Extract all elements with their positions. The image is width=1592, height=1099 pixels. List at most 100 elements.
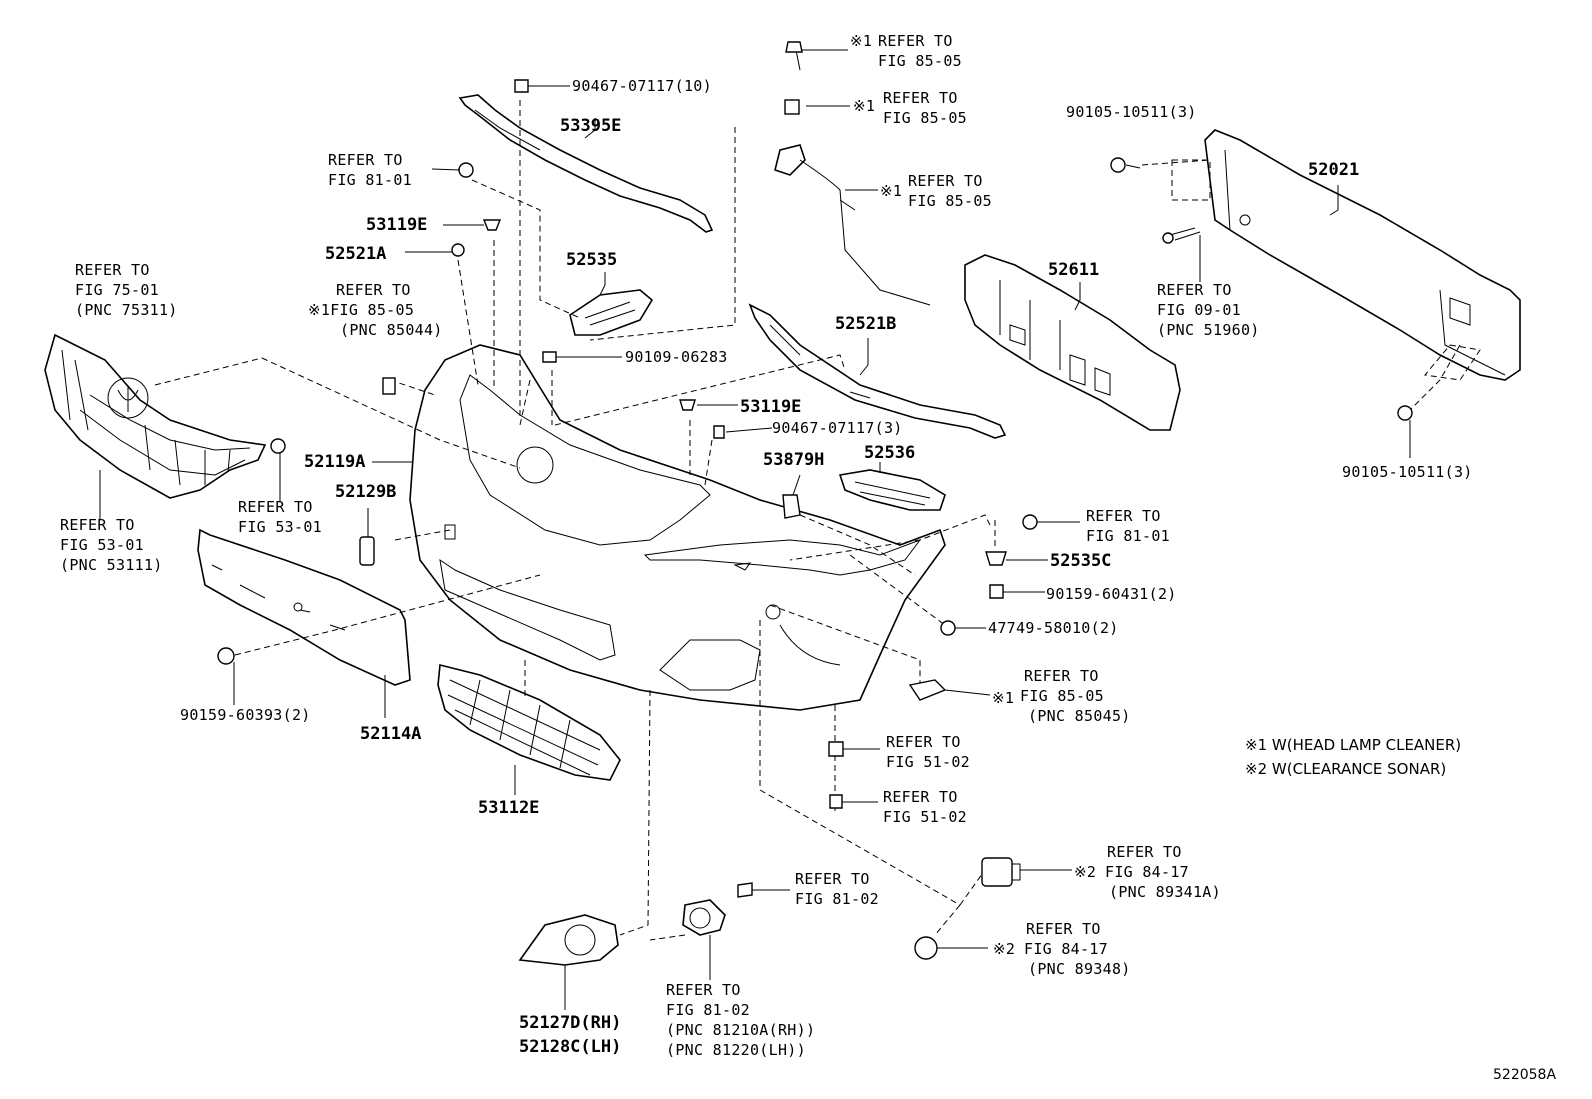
part-52535c-label: 52535C — [1050, 551, 1112, 571]
ref-refer-to: REFER TO — [666, 981, 741, 999]
fastener-90159-60393-label: 90159-60393(2) — [180, 706, 311, 724]
ref-refer-to: REFER TO — [908, 172, 983, 190]
note-head-lamp-cleaner: ※1 W(HEAD LAMP CLEANER) — [1245, 736, 1462, 754]
ref-fig: FIG 85-05 — [883, 109, 967, 127]
ref-refer-to: REFER TO — [1086, 507, 1161, 525]
front-bumper-cover-shape — [409, 344, 946, 711]
diagram-id: 522058A — [1493, 1067, 1557, 1083]
fastener-90467-07117-3-label: 90467-07117(3) — [772, 419, 903, 437]
reinforcement-52021-shape — [1204, 129, 1521, 381]
ref-fig-85-05-pnc-85044: REFER TO ※1FIG 85-05 (PNC 85044) — [308, 280, 443, 340]
fastener-90109-06283-label: 90109-06283 — [625, 348, 728, 366]
part-53879h-label: 53879H — [763, 450, 825, 470]
ref-fig: FIG 75-01 — [75, 281, 159, 299]
ref-fig-81-02-bottom: REFER TO FIG 81-02 (PNC 81210A(RH)) (PNC… — [666, 980, 815, 1060]
ref-mark-3: ※1 — [880, 182, 903, 200]
ref-refer-to: REFER TO — [336, 281, 411, 299]
ref-pnc: (PNC 75311) — [75, 301, 178, 319]
ref-fig-81-01-top: REFER TO FIG 81-01 — [328, 150, 412, 190]
ref-refer-to: REFER TO — [60, 516, 135, 534]
ref-fig-53-01-right: REFER TO FIG 53-01 — [238, 497, 322, 537]
ref-refer-to: REFER TO — [883, 788, 958, 806]
ref-fig-81-01-right: REFER TO FIG 81-01 — [1086, 506, 1170, 546]
part-52114a-label: 52114A — [360, 724, 422, 744]
retainer-52521b-shape — [748, 303, 1007, 439]
ref-refer-to: REFER TO — [1024, 667, 1099, 685]
upper-retainer-53395e-shape — [458, 94, 714, 233]
ref-refer-to: REFER TO — [883, 89, 958, 107]
ref-refer-to: REFER TO — [1107, 843, 1182, 861]
bracket-52535-shape — [569, 289, 654, 336]
part-52128c-label: 52128C(LH) — [519, 1037, 622, 1057]
washer-hose-shape — [774, 44, 931, 306]
ref-pnc: (PNC 51960) — [1157, 321, 1260, 339]
note-clearance-sonar: ※2 W(CLEARANCE SONAR) — [1245, 760, 1447, 778]
ref-fig-84-17-pnc-89341a: REFER TO FIG 84-17 (PNC 89341A) — [1105, 842, 1221, 902]
ref-mark-2: ※1 — [853, 97, 876, 115]
part-53119e-label-mid: 53119E — [740, 397, 802, 417]
fog-lamp-shape — [518, 899, 726, 966]
ref-refer-to: REFER TO — [886, 733, 961, 751]
fastener-90467-07117-10-label: 90467-07117(10) — [572, 77, 712, 95]
fastener-90159-60431-label: 90159-60431(2) — [1046, 585, 1177, 603]
ref-fig: FIG 81-01 — [1086, 527, 1170, 545]
ref-pnc: (PNC 89341A) — [1109, 883, 1221, 901]
part-52129b-label: 52129B — [335, 482, 397, 502]
ref-pnc: (PNC 53111) — [60, 556, 163, 574]
ref-fig-84-17-pnc-89348: REFER TO FIG 84-17 (PNC 89348) — [1024, 919, 1131, 979]
ref-fig: FIG 85-05 — [908, 192, 992, 210]
fastener-90105-10511-bottom-label: 90105-10511(3) — [1342, 463, 1473, 481]
part-52021-label: 52021 — [1308, 160, 1360, 180]
part-52127d-label: 52127D(RH) — [519, 1013, 622, 1033]
ref-fig-51-02-a: REFER TO FIG 51-02 — [886, 732, 970, 772]
sonar-sensor-shapes — [914, 857, 1021, 960]
radiator-grille-shape — [44, 333, 267, 499]
solid-leader-lines — [99, 49, 1411, 1010]
ref-fig-85-05-second: REFER TO FIG 85-05 — [883, 88, 967, 128]
part-52535-label: 52535 — [566, 250, 618, 270]
fastener-shapes — [217, 41, 1413, 898]
ref-fig: FIG 81-01 — [328, 171, 412, 189]
ref-fig: FIG 84-17 — [1105, 863, 1189, 881]
fastener-47749-58010-label: 47749-58010(2) — [988, 619, 1119, 637]
ref-fig: FIG 53-01 — [60, 536, 144, 554]
part-52119a-label: 52119A — [304, 452, 366, 472]
ref-fig: FIG 09-01 — [1157, 301, 1241, 319]
ref-pnc: (PNC 85044) — [340, 321, 443, 339]
ref-fig: FIG 51-02 — [886, 753, 970, 771]
dashed-leader-lines — [154, 100, 1481, 941]
ref-fig-75-01: REFER TO FIG 75-01 (PNC 75311) — [75, 260, 178, 320]
ref-mark-89348: ※2 — [993, 940, 1016, 958]
ref-fig-85-05-pnc-85045: REFER TO FIG 85-05 (PNC 85045) — [1020, 666, 1131, 726]
ref-fig-81-02-right: REFER TO FIG 81-02 — [795, 869, 879, 909]
ref-mark-89341a: ※2 — [1074, 863, 1097, 881]
ref-pnc-lh: (PNC 81220(LH)) — [666, 1041, 806, 1059]
ref-fig: FIG 51-02 — [883, 808, 967, 826]
ref-fig-85-05-third: REFER TO FIG 85-05 — [908, 171, 992, 211]
ref-refer-to: REFER TO — [795, 870, 870, 888]
bracket-52536-shape — [838, 469, 946, 511]
ref-fig: FIG 85-05 — [878, 52, 962, 70]
ref-fig-85-05-top: REFER TO FIG 85-05 — [878, 31, 962, 71]
ref-refer-to: REFER TO — [328, 151, 403, 169]
ref-mark-85045: ※1 — [992, 689, 1015, 707]
ref-pnc: (PNC 85045) — [1028, 707, 1131, 725]
part-53119e-label-top: 53119E — [366, 215, 428, 235]
part-53112e-label: 53112E — [478, 798, 540, 818]
ref-fig: ※1FIG 85-05 — [308, 301, 415, 319]
ref-fig-51-02-b: REFER TO FIG 51-02 — [883, 787, 967, 827]
fastener-90105-10511-top-label: 90105-10511(3) — [1066, 103, 1197, 121]
ref-refer-to: REFER TO — [238, 498, 313, 516]
part-52521a-label: 52521A — [325, 244, 387, 264]
part-53395e-label: 53395E — [560, 116, 622, 136]
ref-fig: FIG 85-05 — [1020, 687, 1104, 705]
ref-refer-to: REFER TO — [878, 32, 953, 50]
ref-fig: FIG 81-02 — [795, 890, 879, 908]
ref-refer-to: REFER TO — [75, 261, 150, 279]
lower-absorber-52114a-shape — [197, 528, 411, 686]
ref-fig: FIG 84-17 — [1024, 940, 1108, 958]
part-52536-label: 52536 — [864, 443, 916, 463]
ref-refer-to: REFER TO — [1157, 281, 1232, 299]
part-52521b-label: 52521B — [835, 314, 897, 334]
